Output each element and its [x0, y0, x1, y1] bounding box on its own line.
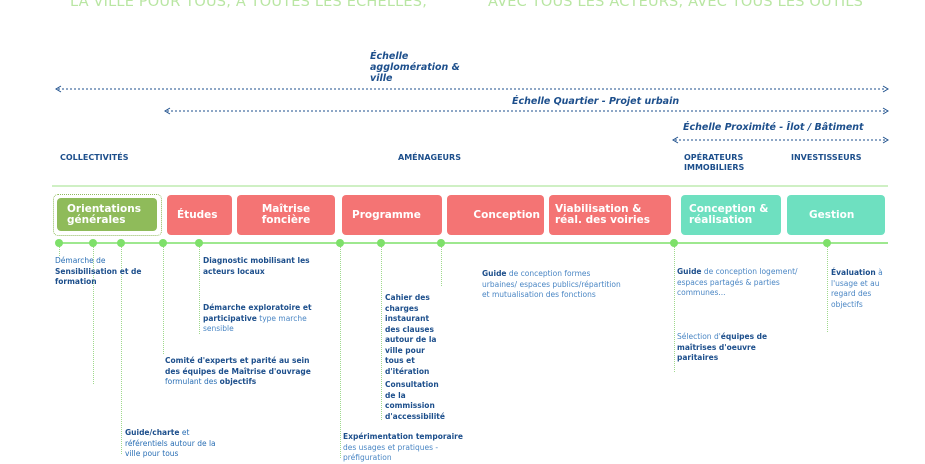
arrowhead-left [164, 107, 171, 115]
connector [340, 246, 341, 458]
note-diagnostic: Diagnostic mobilisant les acteurs locaux [203, 256, 310, 276]
arrowhead-right [882, 85, 889, 93]
timeline-dot [437, 239, 445, 247]
arrowhead-left [55, 85, 62, 93]
phase-conception[interactable]: Conception [447, 195, 544, 235]
note-experimentation: Expérimentation temporaire des usages et… [343, 432, 463, 462]
timeline-dot [336, 239, 344, 247]
connector [674, 246, 675, 372]
connector [827, 246, 828, 332]
timeline-dot [195, 239, 203, 247]
actor-amenageurs: AMÉNAGEURS [398, 153, 461, 162]
timeline-dot [670, 239, 678, 247]
connector [199, 246, 200, 334]
note-selection: Sélection d'équipes de maîtrises d'oeuvr… [677, 332, 768, 362]
phase-maitrise-fonciere[interactable]: Maîtrise foncière [237, 195, 335, 235]
scale-proximite-label: Échelle Proximité - Îlot / Bâtiment [683, 122, 864, 133]
arrowhead-right [882, 107, 889, 115]
note-guide-conception: Guide de conception formes urbaines/ esp… [482, 269, 621, 299]
connector [163, 246, 164, 354]
header-left: LA VILLE POUR TOUS, À TOUTES LES ÉCHELLE… [70, 0, 428, 10]
phase-programme[interactable]: Programme [342, 195, 442, 235]
note-guide-charte: Guide/charte et référentiels autour de l… [125, 428, 216, 458]
note-consultation: Consultation de la commission d'accessib… [385, 380, 445, 421]
timeline-dot [823, 239, 831, 247]
note-demarche-exploratoire: Démarche exploratoire et participative t… [203, 303, 312, 333]
note-comite: Comité d'experts et parité au sein des é… [165, 356, 311, 386]
actor-investisseurs: INVESTISSEURS [791, 153, 862, 162]
phase-conception-realisation[interactable]: Conception & réalisation [681, 195, 781, 235]
note-sensibilisation: Démarche de Sensibilisation et de format… [55, 256, 142, 286]
header-right: AVEC TOUS LES ACTEURS, AVEC TOUS LES OUT… [488, 0, 864, 10]
connector [121, 246, 122, 454]
orientations-frame [53, 194, 162, 236]
actor-operateurs: OPÉRATEURS IMMOBILIERS [684, 153, 745, 172]
scale-agglomeration-label: Échelle agglomération & ville [370, 51, 460, 84]
timeline-dot [159, 239, 167, 247]
note-cahier-des-charges: Cahier des charges instaurant des clause… [385, 293, 437, 376]
timeline-dot [117, 239, 125, 247]
connector [441, 246, 442, 286]
note-evaluation: Évaluation à l'usage et au regard des ob… [831, 268, 883, 309]
actor-collectivites: COLLECTIVITÉS [60, 153, 129, 162]
timeline-dot [377, 239, 385, 247]
note-guide-logement: Guide de conception logement/ espaces pa… [677, 267, 798, 297]
scale-quartier-label: Échelle Quartier - Projet urbain [512, 96, 680, 107]
connector [59, 246, 60, 256]
timeline-dot [89, 239, 97, 247]
phase-gestion[interactable]: Gestion [787, 195, 885, 235]
arrowhead-left [672, 136, 679, 144]
timeline-dot [55, 239, 63, 247]
connector [93, 246, 94, 384]
connector [381, 246, 382, 420]
phase-orientations[interactable]: Orientations générales [57, 198, 157, 231]
phase-viabilisation[interactable]: Viabilisation & réal. des voiries [549, 195, 671, 235]
phase-etudes[interactable]: Études [167, 195, 232, 235]
arrowhead-right [882, 136, 889, 144]
